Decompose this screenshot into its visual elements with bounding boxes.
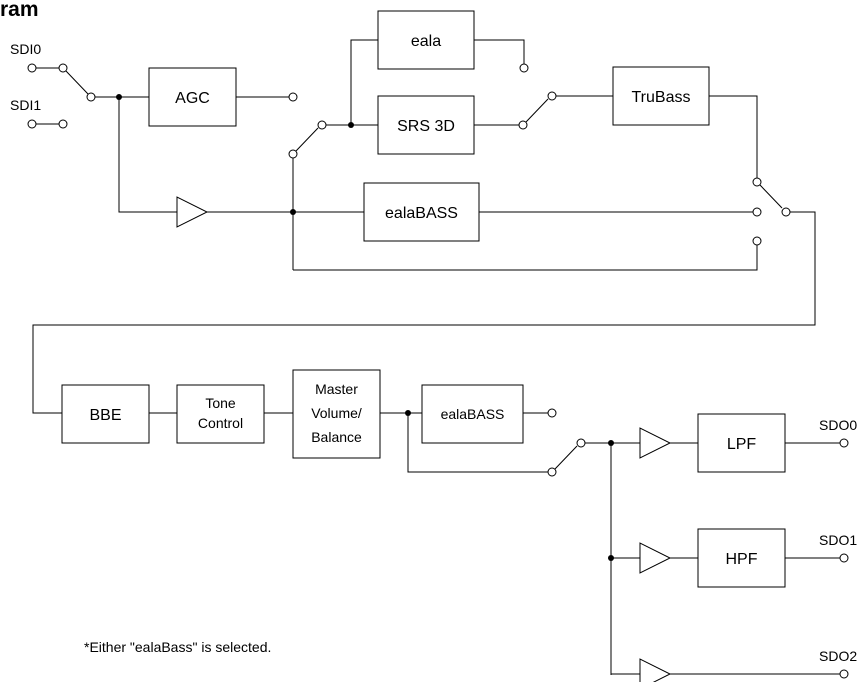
sdi0-terminal [27,63,68,73]
sdi1-label: SDI1 [10,97,41,113]
ealabass-bottom-label: ealaBASS [441,406,505,422]
tone-control-label-line1: Tone [205,395,236,411]
switch-terminal [576,438,586,448]
output-selector-switch [759,184,783,209]
lpf-block: LPF [697,413,786,473]
switch-terminal [752,236,762,246]
bbe-block: BBE [61,384,150,444]
sdi1-terminal [27,119,68,129]
srs3d-output-terminal [518,120,528,130]
amplifier-triangle [639,427,672,459]
master-volume-label-line1: Master [315,381,358,397]
master-volume-label-line3: Balance [311,429,362,445]
effects-selector-switch [295,127,319,152]
hpf-label: HPF [726,551,758,568]
eala-block: eala [377,10,475,70]
bbe-label: BBE [89,407,121,424]
switch-terminal [752,177,762,187]
lpf-label: LPF [727,436,757,453]
trubass-label: TruBass [632,89,691,106]
sdo1-terminal [839,553,849,563]
tone-control-label-line2: Control [198,415,243,431]
input-selector-switch [65,70,96,102]
ealabass-top-label: ealaBASS [385,205,458,222]
ealabass-top-block: ealaBASS [363,182,480,242]
sdo0-terminal [839,438,849,448]
switch-terminal [317,120,327,130]
footnote: *Either "ealaBass" is selected. [84,639,271,655]
agc-label: AGC [175,90,210,107]
amplifier-triangle [176,196,209,228]
sdo1-label: SDO1 [819,532,857,548]
ealabass-output-terminal [547,408,557,418]
sdi0-label: SDI0 [10,41,41,57]
sdo2-label: SDO2 [819,648,857,664]
diagram-title: ram [0,0,39,21]
switch-terminal [547,467,557,477]
eala-output-terminal [519,63,529,73]
amplifier-triangle [639,658,672,682]
srs3d-block: SRS 3D [377,95,475,155]
sdo0-label: SDO0 [819,417,857,433]
agc-output-terminal [288,92,298,102]
trubass-block: TruBass [612,66,710,126]
amplifier-triangle [639,542,672,574]
switch-terminal [781,207,791,217]
master-volume-label-line2: Volume/ [311,405,362,421]
output-path-switch [554,445,578,470]
eala-label: eala [411,33,441,50]
sdo2-terminal [839,669,849,679]
switch-terminal [752,207,762,217]
switch-terminal [288,149,298,159]
srs3d-label: SRS 3D [397,118,455,135]
master-volume-balance-block: Master Volume/ Balance [292,369,381,459]
ealabass-bottom-block: ealaBASS [421,384,524,444]
tone-control-block: Tone Control [176,384,265,444]
trubass-selector-switch [525,98,549,123]
hpf-block: HPF [697,528,786,588]
switch-terminal [547,91,557,101]
agc-block: AGC [148,67,237,127]
